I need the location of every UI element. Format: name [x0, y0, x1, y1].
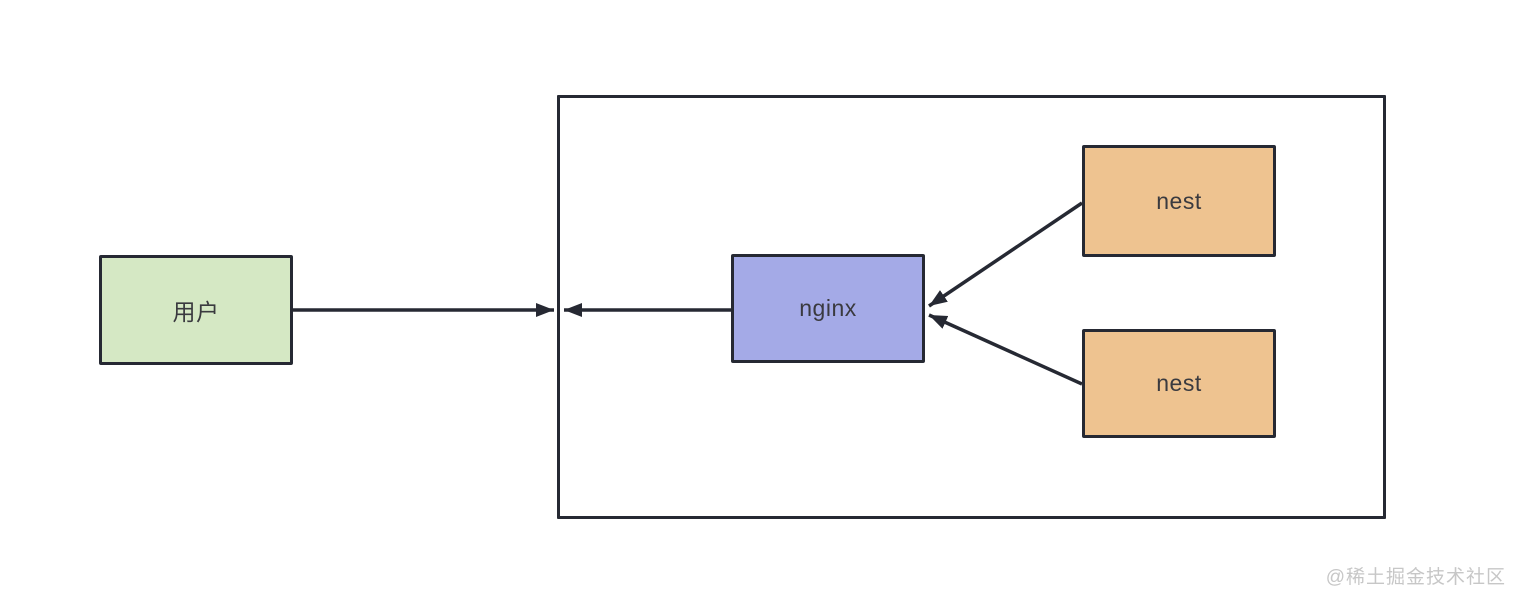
nginx-node: nginx: [731, 254, 925, 363]
watermark: @稀土掘金技术社区: [1325, 567, 1506, 588]
server-group-box: [557, 95, 1386, 519]
nest-node-bottom-label: nest: [1156, 370, 1202, 396]
nginx-node-label: nginx: [799, 295, 857, 321]
user-node-label: 用户: [172, 299, 220, 325]
nest-node-top-label: nest: [1156, 187, 1202, 214]
nest-node-bottom: nest: [1082, 329, 1276, 438]
nest-node-top: nest: [1082, 145, 1276, 257]
user-node: 用户: [99, 255, 293, 365]
